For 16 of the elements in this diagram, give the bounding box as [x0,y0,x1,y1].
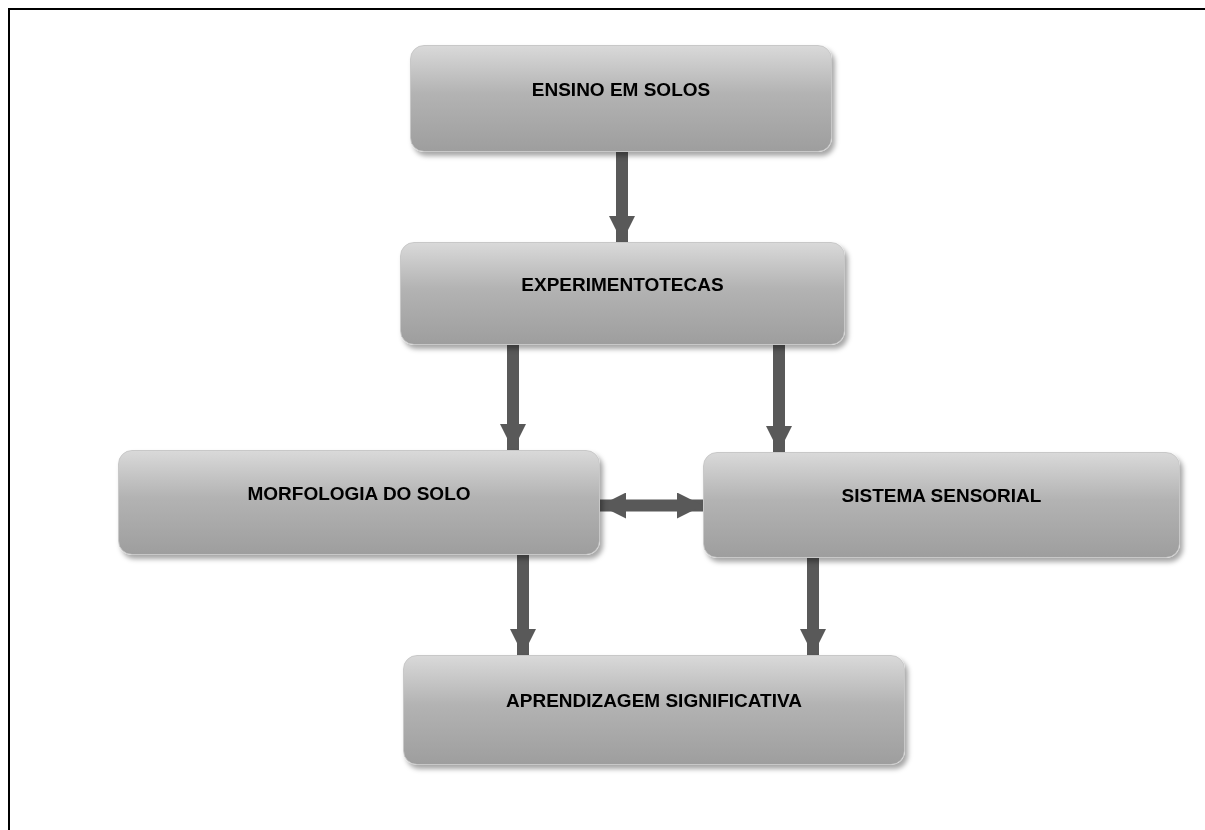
arrow [766,345,792,452]
process-box [410,45,832,152]
process-box [118,450,600,555]
box-label: APRENDIZAGEM SIGNIFICATIVA [506,690,802,712]
box-label: SISTEMA SENSORIAL [841,485,1042,507]
arrow [600,492,703,519]
box-label: EXPERIMENTOTECAS [521,273,724,296]
arrow [510,555,536,655]
box-label: ENSINO EM SOLOS [531,78,711,101]
arrow [800,558,826,655]
arrow [500,345,526,450]
process-box [400,242,845,345]
process-box [703,452,1180,558]
box-label: MORFOLOGIA DO SOLO [247,482,471,505]
arrow [609,152,635,242]
process-box [403,655,905,765]
